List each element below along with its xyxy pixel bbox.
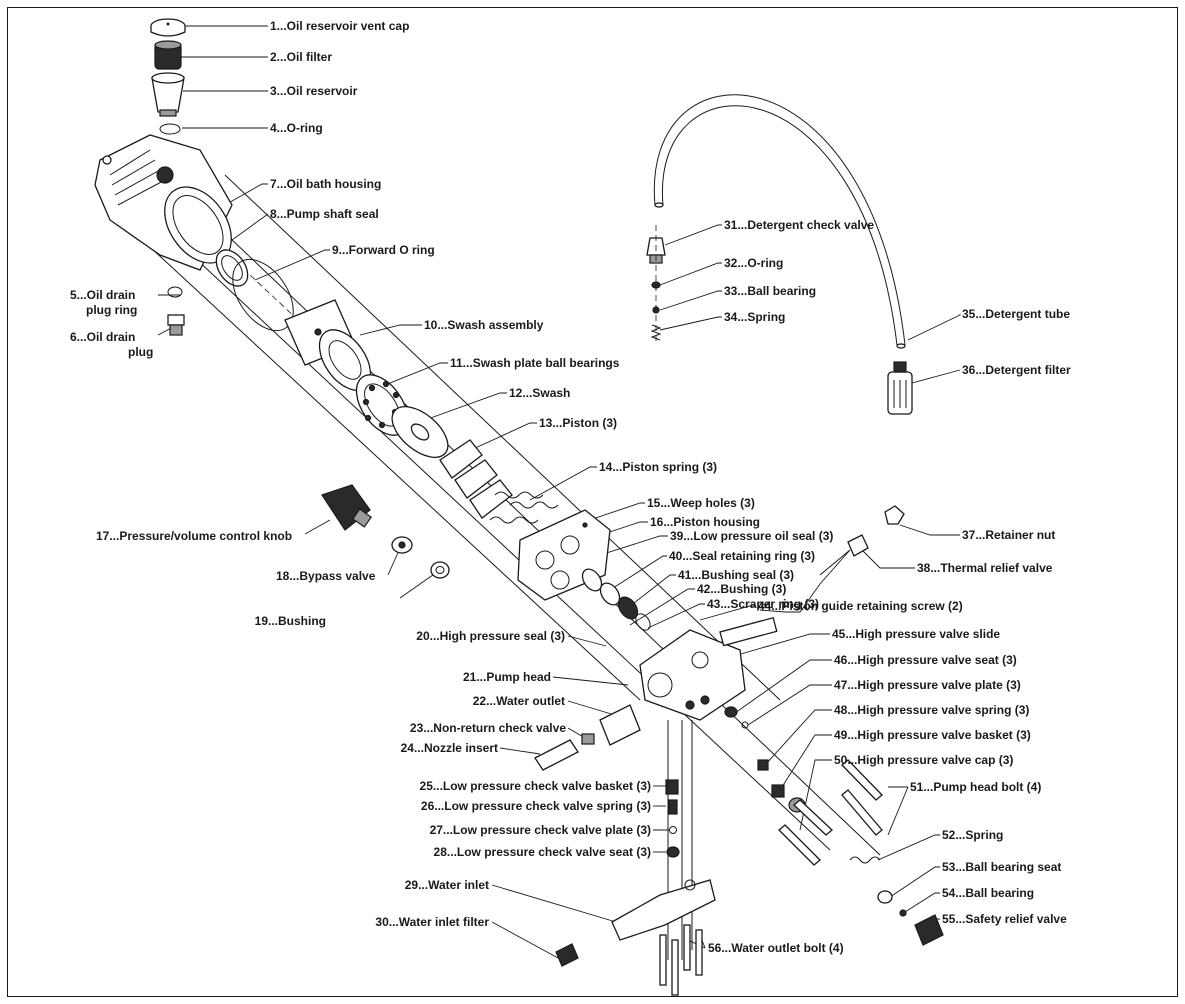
label-56: 56...Water outlet bolt (4) bbox=[708, 941, 844, 955]
label-6a: 6...Oil drain bbox=[70, 330, 135, 344]
part-safety-relief-valve-stack bbox=[849, 856, 944, 946]
part-forward-o-ring bbox=[232, 258, 294, 332]
part-o-ring-4 bbox=[159, 123, 181, 135]
label-14: 14...Piston spring (3) bbox=[599, 460, 717, 474]
label-27: 27...Low pressure check valve plate (3) bbox=[430, 823, 651, 837]
label-26: 26...Low pressure check valve spring (3) bbox=[421, 799, 651, 813]
label-38: 38...Thermal relief valve bbox=[917, 561, 1053, 575]
part-water-outlet-bolts bbox=[659, 924, 703, 996]
label-36: 36...Detergent filter bbox=[962, 363, 1071, 377]
label-31: 31...Detergent check valve bbox=[724, 218, 874, 232]
part-labels: 1...Oil reservoir vent cap 2...Oil filte… bbox=[70, 19, 1071, 955]
label-32: 32...O-ring bbox=[724, 256, 783, 270]
part-piston-springs bbox=[489, 491, 559, 524]
leader-lines bbox=[157, 25, 961, 959]
label-37: 37...Retainer nut bbox=[962, 528, 1055, 542]
label-52: 52...Spring bbox=[942, 828, 1003, 842]
label-34: 34...Spring bbox=[724, 310, 785, 324]
label-8: 8...Pump shaft seal bbox=[270, 207, 379, 221]
label-3: 3...Oil reservoir bbox=[270, 84, 358, 98]
label-1: 1...Oil reservoir vent cap bbox=[270, 19, 409, 33]
part-oil-bath-housing bbox=[94, 134, 233, 271]
label-13: 13...Piston (3) bbox=[539, 416, 617, 430]
label-16: 16...Piston housing bbox=[650, 515, 760, 529]
label-44: 44...Piston guide retaining screw (2) bbox=[758, 599, 963, 613]
label-51: 51...Pump head bolt (4) bbox=[910, 780, 1041, 794]
label-33: 33...Ball bearing bbox=[724, 284, 816, 298]
label-9: 9...Forward O ring bbox=[332, 243, 435, 257]
part-pump-head-bolts bbox=[778, 759, 883, 866]
label-15: 15...Weep holes (3) bbox=[647, 496, 755, 510]
label-10: 10...Swash assembly bbox=[424, 318, 544, 332]
part-thermal-relief-valve bbox=[819, 534, 869, 576]
label-7: 7...Oil bath housing bbox=[270, 177, 381, 191]
part-pump-head bbox=[639, 616, 778, 721]
part-bypass-valve bbox=[391, 536, 413, 554]
label-53: 53...Ball bearing seat bbox=[942, 860, 1061, 874]
label-24: 24...Nozzle insert bbox=[401, 741, 498, 755]
part-swash-assembly bbox=[284, 299, 372, 391]
part-non-return-check-valve bbox=[581, 733, 595, 745]
label-41: 41...Bushing seal (3) bbox=[678, 568, 794, 582]
diagram-frame bbox=[7, 7, 1178, 997]
part-detergent-check-valve bbox=[646, 225, 666, 345]
label-25: 25...Low pressure check valve basket (3) bbox=[420, 779, 651, 793]
part-water-inlet-filter bbox=[555, 943, 579, 967]
part-water-inlet bbox=[611, 879, 716, 941]
label-45: 45...High pressure valve slide bbox=[832, 627, 1000, 641]
label-50: 50...High pressure valve cap (3) bbox=[834, 753, 1013, 767]
part-oil-reservoir bbox=[151, 72, 185, 117]
part-seal-stack bbox=[581, 568, 651, 631]
part-bushing-19 bbox=[430, 561, 450, 579]
label-30: 30...Water inlet filter bbox=[375, 915, 489, 929]
part-nozzle-insert bbox=[534, 739, 579, 771]
label-46: 46...High pressure valve seat (3) bbox=[834, 653, 1017, 667]
label-5b: plug ring bbox=[86, 303, 137, 317]
label-23: 23...Non-return check valve bbox=[410, 721, 566, 735]
label-18: 18...Bypass valve bbox=[276, 569, 376, 583]
label-17: 17...Pressure/volume control knob bbox=[96, 529, 292, 543]
part-oil-drain-plug bbox=[167, 314, 185, 336]
part-low-pressure-check-valve-parts bbox=[665, 720, 693, 960]
label-39: 39...Low pressure oil seal (3) bbox=[670, 529, 833, 543]
part-retainer-nut bbox=[884, 505, 905, 525]
part-detergent-tube bbox=[653, 94, 906, 349]
part-pistons bbox=[439, 439, 513, 519]
part-detergent-filter bbox=[887, 361, 913, 415]
label-19: 19...Bushing bbox=[255, 614, 326, 628]
part-oil-reservoir-vent-cap bbox=[150, 18, 186, 37]
label-40: 40...Seal retaining ring (3) bbox=[669, 549, 815, 563]
label-49: 49...High pressure valve basket (3) bbox=[834, 728, 1031, 742]
label-29: 29...Water inlet bbox=[405, 878, 489, 892]
label-22: 22...Water outlet bbox=[473, 694, 565, 708]
label-28: 28...Low pressure check valve seat (3) bbox=[434, 845, 651, 859]
label-5a: 5...Oil drain bbox=[70, 288, 135, 302]
part-swash bbox=[391, 406, 449, 458]
label-4: 4...O-ring bbox=[270, 121, 323, 135]
part-high-pressure-valve-parts bbox=[724, 706, 806, 813]
label-42: 42...Bushing (3) bbox=[697, 582, 786, 596]
label-20: 20...High pressure seal (3) bbox=[416, 629, 565, 643]
label-43: 43...Scraper ring (3) bbox=[707, 597, 819, 611]
label-55: 55...Safety relief valve bbox=[942, 912, 1067, 926]
label-2: 2...Oil filter bbox=[270, 50, 332, 64]
label-54: 54...Ball bearing bbox=[942, 886, 1034, 900]
label-21: 21...Pump head bbox=[463, 670, 551, 684]
part-oil-filter bbox=[154, 40, 182, 70]
label-11: 11...Swash plate ball bearings bbox=[450, 356, 620, 370]
part-oil-drain-plug-ring bbox=[167, 286, 183, 298]
label-12: 12...Swash bbox=[509, 386, 570, 400]
part-water-outlet bbox=[599, 704, 641, 746]
label-6b: plug bbox=[128, 345, 153, 359]
label-35: 35...Detergent tube bbox=[962, 307, 1070, 321]
label-47: 47...High pressure valve plate (3) bbox=[834, 678, 1021, 692]
part-pressure-volume-control-knob bbox=[321, 484, 373, 531]
label-48: 48...High pressure valve spring (3) bbox=[834, 703, 1029, 717]
